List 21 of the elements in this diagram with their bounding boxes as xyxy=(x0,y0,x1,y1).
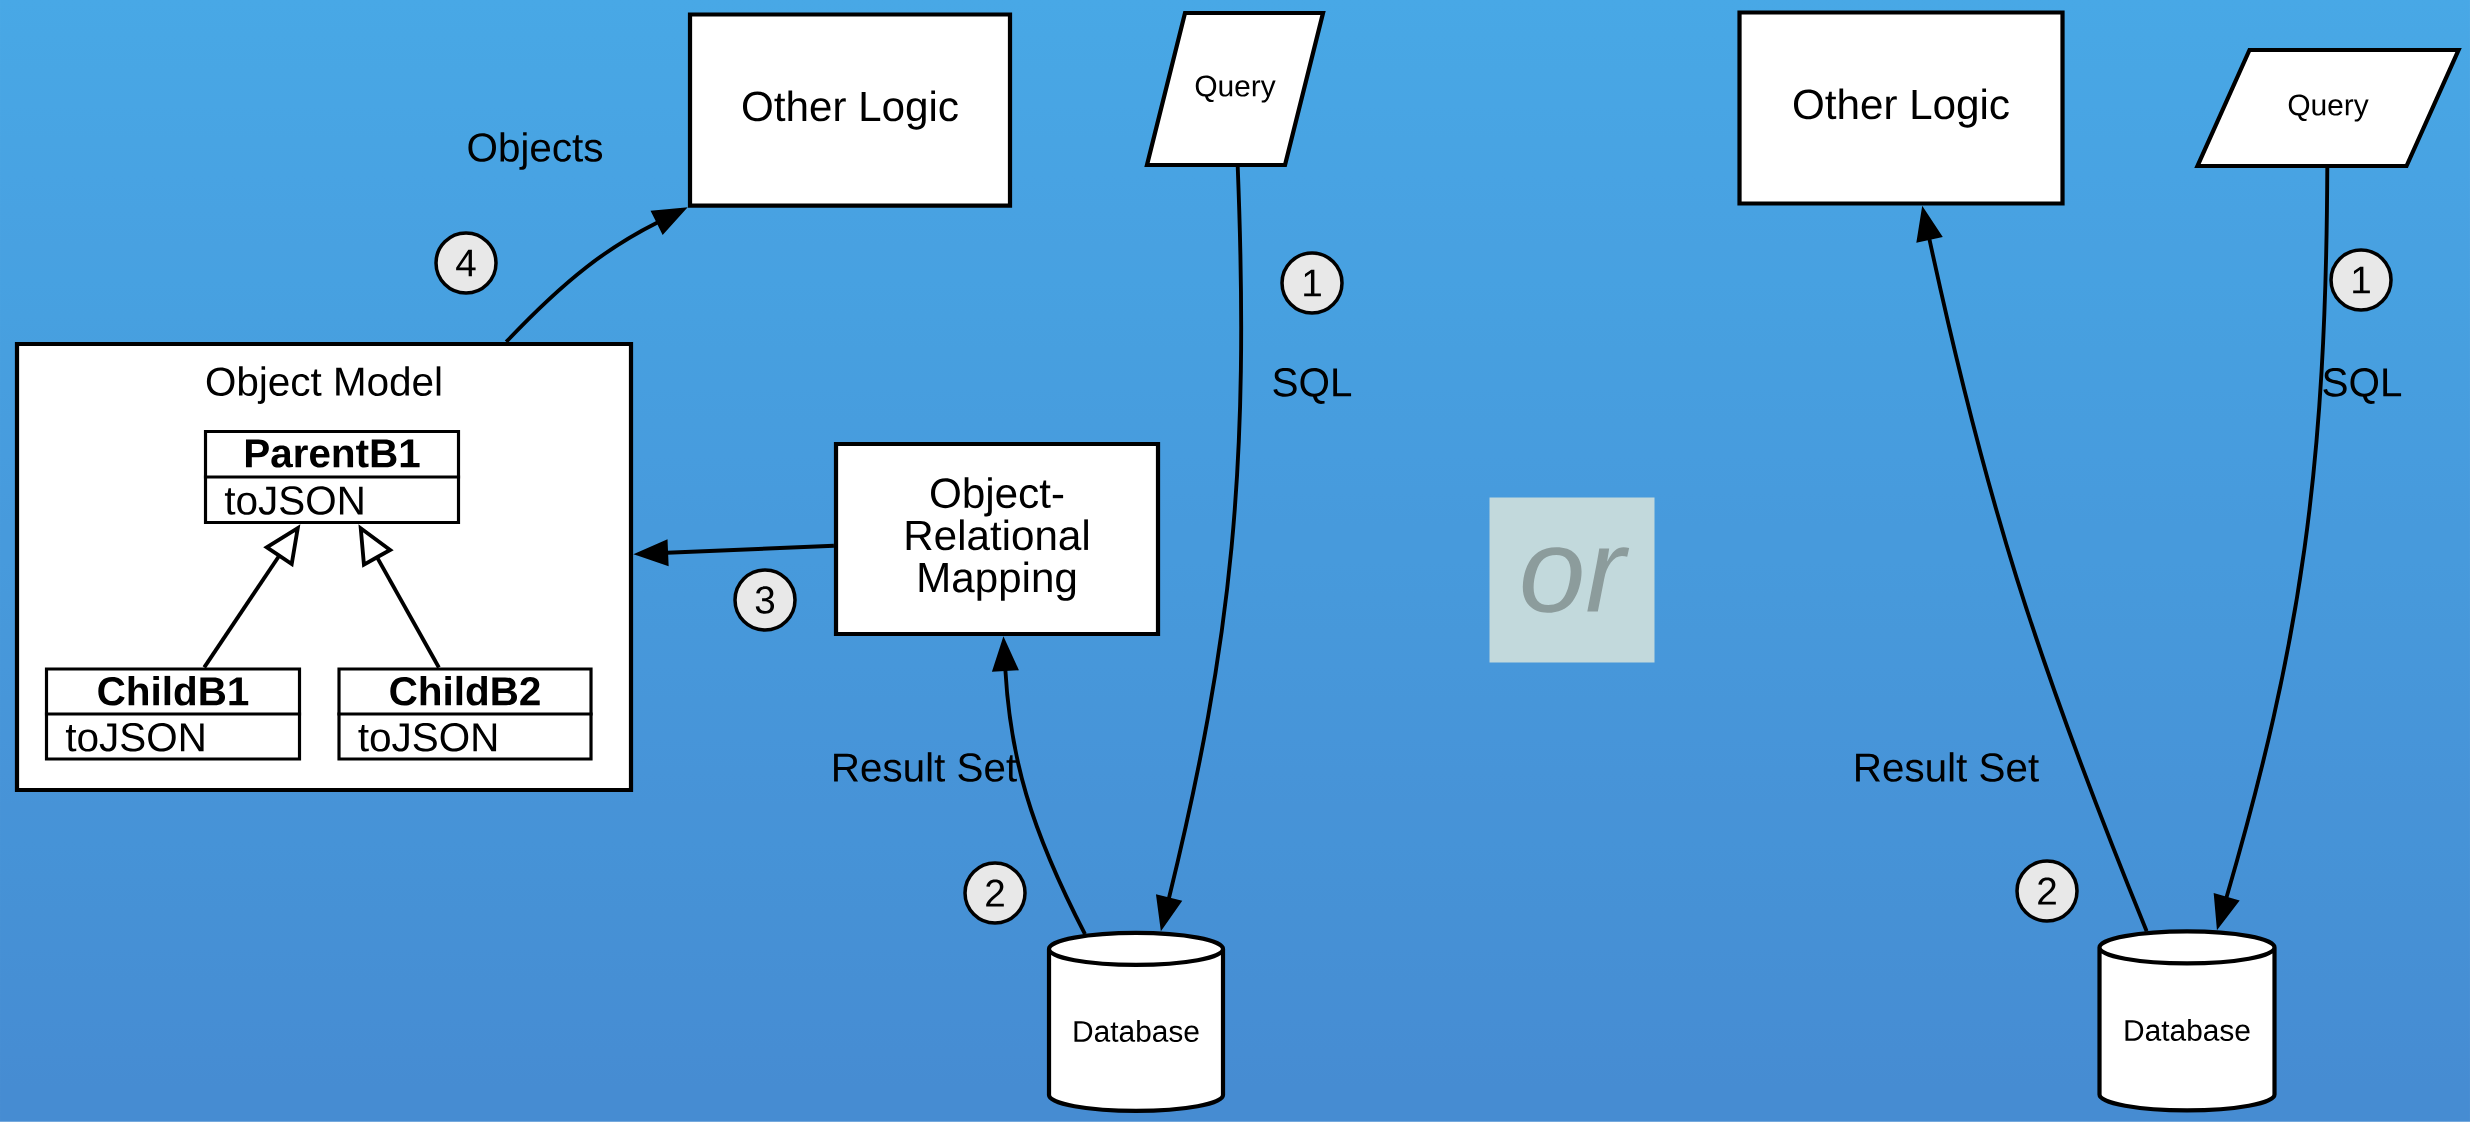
process-box: Object- Relational Mapping xyxy=(833,441,1161,637)
edge-label: Result Set xyxy=(1856,752,2039,782)
edge-label: SQL xyxy=(2323,368,2402,404)
callout-number: 4 xyxy=(434,231,498,295)
callout-number: 2 xyxy=(963,861,1027,925)
process-box: Other Logic xyxy=(687,12,1013,208)
edge-label: SQL xyxy=(1273,368,1352,404)
class-box: ChildB1 toJSON xyxy=(44,667,302,761)
callout-number: 3 xyxy=(733,568,797,632)
database-cylinder: Database xyxy=(2097,929,2277,1113)
process-box: Other Logic xyxy=(1737,10,2065,206)
callout-number: 1 xyxy=(2329,248,2393,312)
edge-label: Objects xyxy=(468,132,603,170)
callout-number: 2 xyxy=(2015,859,2079,923)
callout-number: 1 xyxy=(1280,251,1344,315)
or-box: or xyxy=(1489,497,1655,663)
class-box: ChildB2 toJSON xyxy=(337,667,593,761)
edge-label: Result Set xyxy=(834,752,1017,782)
class-box: ParentB1 toJSON xyxy=(203,429,461,525)
database-cylinder: Database xyxy=(1046,930,1226,1114)
input-parallelogram: Query xyxy=(1144,10,1326,168)
